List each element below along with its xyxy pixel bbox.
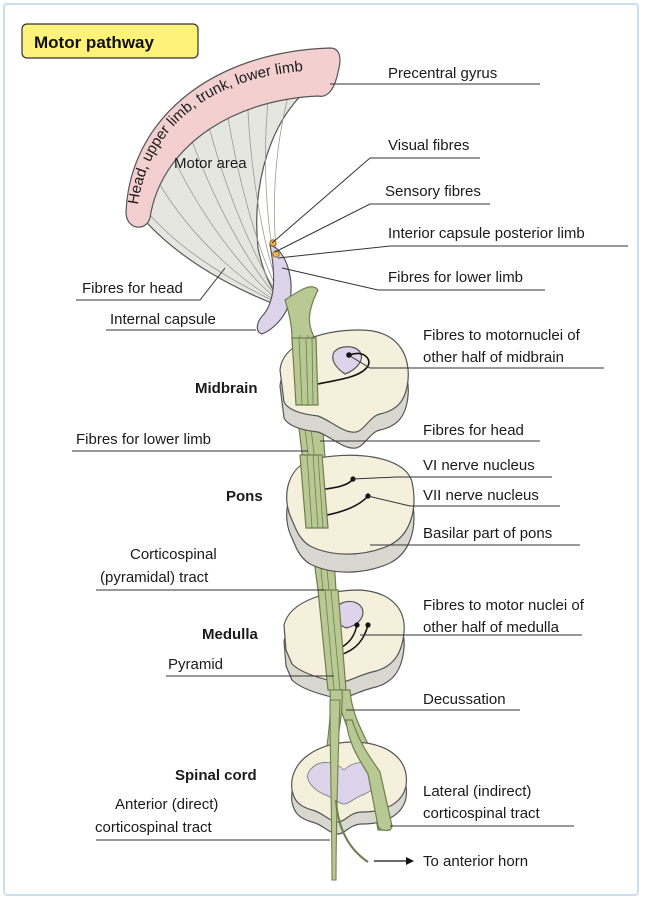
label-motornuclei-line1: Fibres to motornuclei of	[423, 327, 581, 344]
label-pons: Pons	[226, 488, 263, 505]
label-precentral-gyrus: Precentral gyrus	[388, 65, 497, 82]
label-fibres-for-lower-limb-mid: Fibres for lower limb	[76, 431, 211, 448]
label-sensory-fibres: Sensory fibres	[385, 183, 481, 200]
label-midbrain: Midbrain	[195, 380, 258, 397]
label-medulla: Medulla	[202, 626, 258, 643]
label-motornuclei-line2: other half of midbrain	[423, 349, 564, 366]
lateral-tract-lower	[345, 719, 393, 832]
label-decussation: Decussation	[423, 691, 506, 708]
title: Motor pathway	[34, 33, 154, 52]
label-lateral-line1: Lateral (indirect)	[423, 783, 531, 800]
label-basilar-part-of-pons: Basilar part of pons	[423, 525, 552, 542]
tract-medulla-lines	[324, 589, 341, 691]
precentral-gyrus-band	[125, 47, 341, 228]
label-visual-fibres: Visual fibres	[388, 137, 469, 154]
anterior-corticospinal-tract	[329, 699, 341, 881]
tract-pons-lines	[306, 454, 324, 529]
label-motor-nuclei-medulla-line1: Fibres to motor nuclei of	[423, 597, 585, 614]
label-pyramid: Pyramid	[168, 656, 223, 673]
label-fibres-for-lower-limb-top: Fibres for lower limb	[388, 269, 523, 286]
label-corticospinal-line2: (pyramidal) tract	[100, 569, 209, 586]
leader-lines	[72, 83, 628, 841]
title-box	[21, 23, 199, 59]
figure-frame	[3, 3, 639, 896]
label-vii-nerve-nucleus: VII nerve nucleus	[423, 487, 539, 504]
label-fibres-for-head-right: Fibres for head	[423, 422, 524, 439]
label-fibres-for-head-left: Fibres for head	[82, 280, 183, 297]
label-internal-capsule: Internal capsule	[110, 311, 216, 328]
tract-midbrain-lines	[298, 337, 314, 406]
label-lateral-line2: corticospinal tract	[423, 805, 541, 822]
tract-midbrain-segment	[291, 337, 319, 406]
sensory-fibres-dot	[272, 250, 280, 258]
label-to-anterior-horn: To anterior horn	[423, 853, 528, 870]
label-anterior-line2: corticospinal tract	[95, 819, 213, 836]
motor-area-label: Motor area	[174, 155, 247, 172]
anterior-horn-arrow-head	[406, 857, 414, 865]
label-anterior-line1: Anterior (direct)	[115, 796, 218, 813]
internal-capsule	[256, 244, 292, 335]
tract-pons-segment	[299, 454, 329, 529]
medulla-block	[283, 589, 405, 699]
label-vi-nerve-nucleus: VI nerve nucleus	[423, 457, 535, 474]
label-interior-capsule-posterior-limb: Interior capsule posterior limb	[388, 225, 585, 242]
label-corticospinal-line1: Corticospinal	[130, 546, 217, 563]
fibres-to-anterior-horn	[335, 799, 369, 863]
label-spinal-cord: Spinal cord	[175, 767, 257, 784]
label-motor-nuclei-medulla-line2: other half of medulla	[423, 619, 560, 636]
